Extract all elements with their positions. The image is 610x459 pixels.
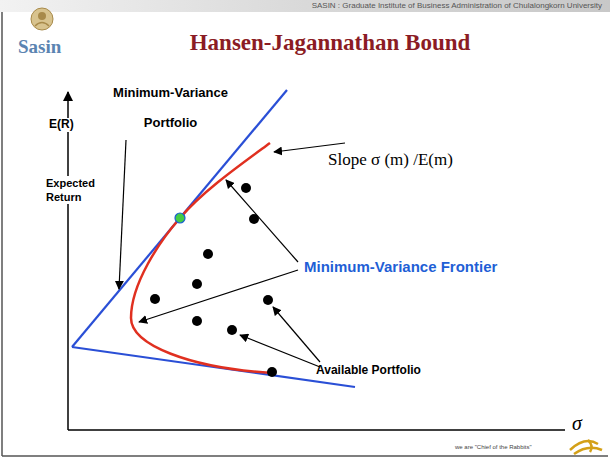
- portfolio-label: Minimum-Variance Portfolio: [88, 78, 253, 138]
- portfolio-dots: [150, 183, 277, 377]
- portfolio-label: Available Portfolio: [316, 364, 421, 378]
- header-band: [0, 0, 610, 12]
- header-text: SASIN : Graduate Institute of Business A…: [296, 1, 602, 10]
- logo-name: Sasin: [18, 36, 61, 58]
- slope-label: Slope σ (m) /E(m): [328, 150, 453, 170]
- axis-label: E(R): [47, 118, 76, 132]
- tangency-dot: [175, 213, 185, 223]
- footer-text: we are "Chief of the Rabbits": [455, 444, 532, 451]
- footer-logo: [570, 440, 602, 454]
- frontier-curve: [131, 143, 272, 373]
- slide-border: [2, 455, 608, 457]
- x-axis: [68, 429, 565, 431]
- logo-emblem: [31, 8, 53, 30]
- slide-title: Hansen-Jagannathan Bound: [130, 30, 530, 56]
- leader-arrows: [119, 140, 345, 367]
- y-axis: [67, 92, 69, 430]
- axis-label: σ: [572, 412, 582, 435]
- frontier-label: Minimum-Variance Frontier: [304, 258, 497, 275]
- slide-border: [1, 12, 3, 456]
- axis-label: Expected Return: [44, 176, 112, 204]
